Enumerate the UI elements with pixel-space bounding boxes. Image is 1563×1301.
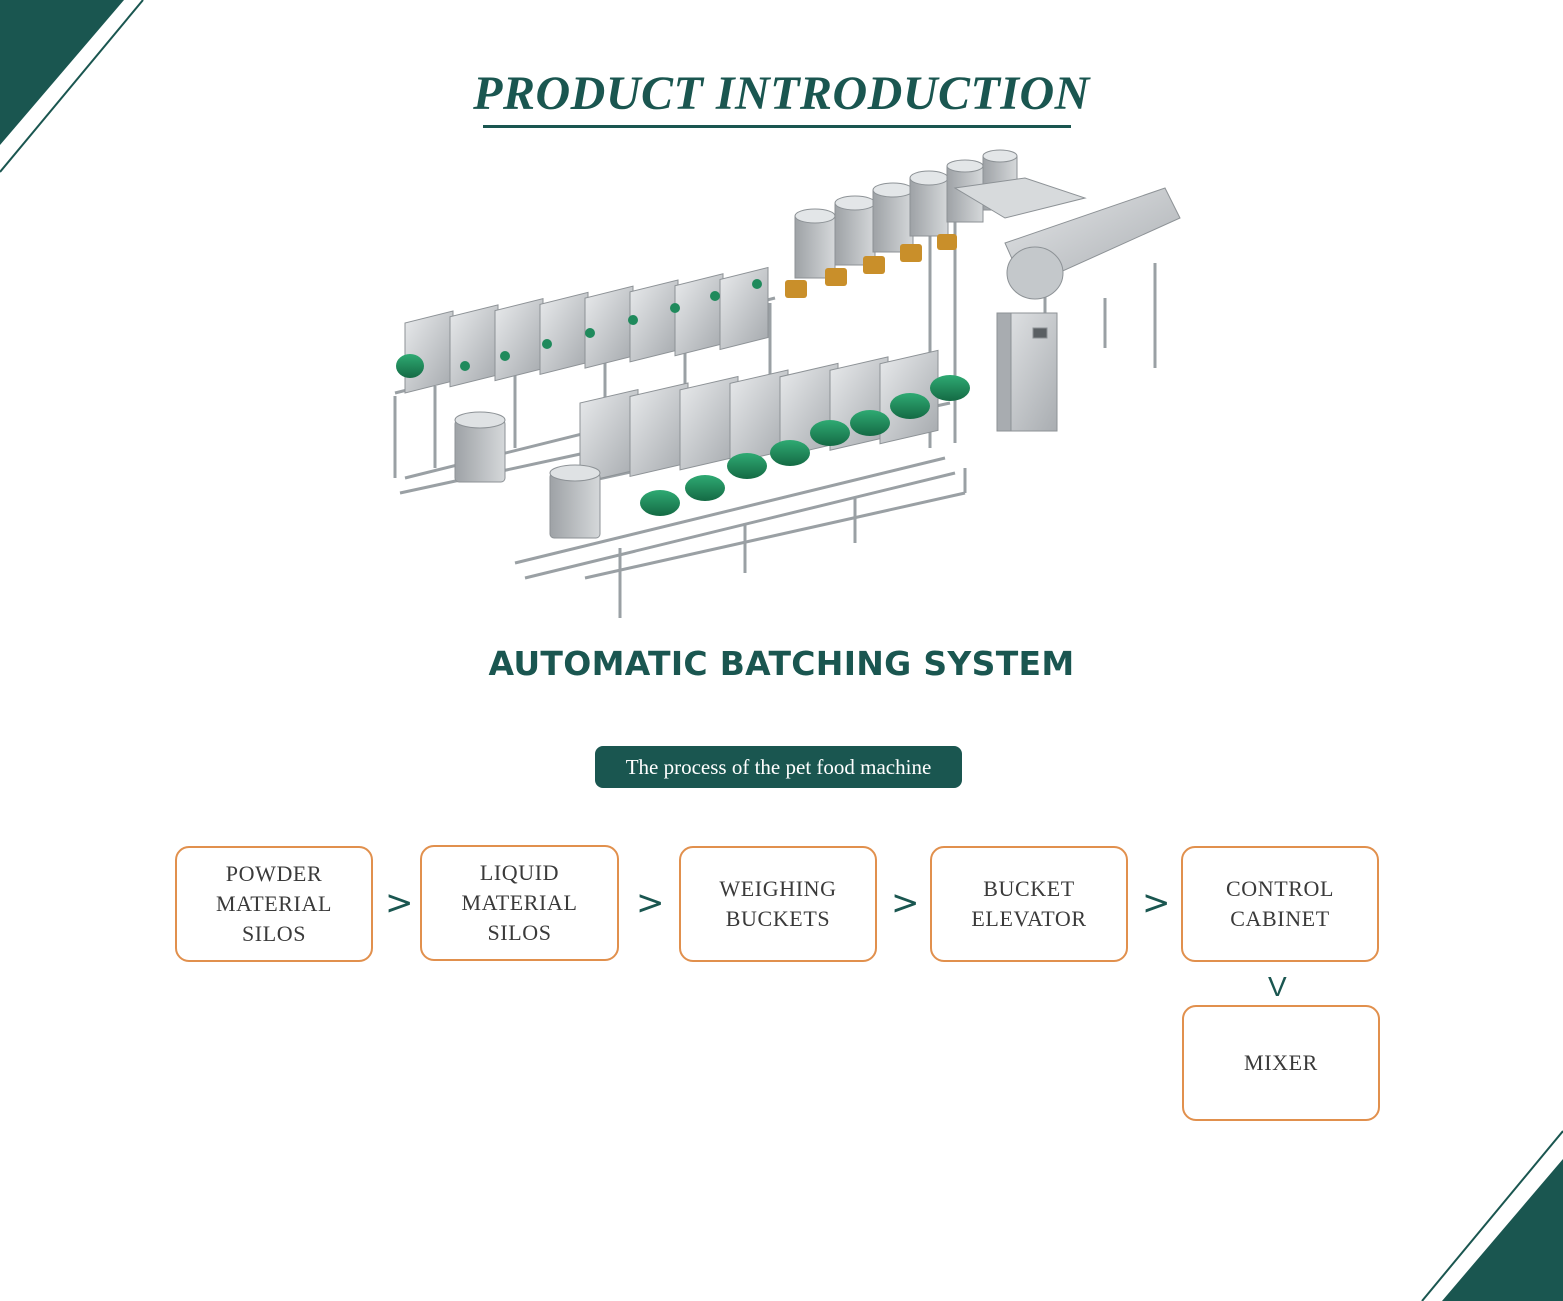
arrow-right-icon: > [385,883,414,923]
step-label: CONTROL CABINET [1225,876,1335,931]
process-label-badge: The process of the pet food machine [595,746,962,788]
step-control-cabinet: CONTROL CABINET [1181,846,1379,962]
bottom-right-corner-decoration [1421,1130,1563,1301]
step-mixer: MIXER [1182,1005,1380,1121]
page-title: PRODUCT INTRODUCTION [473,67,1090,120]
arrow-right-icon: > [636,883,665,923]
step-label: POWDER MATERIAL SILOS [215,861,332,946]
step-bucket-elevator: BUCKET ELEVATOR [930,846,1128,962]
step-label: BUCKET ELEVATOR [971,876,1087,931]
arrow-right-icon: > [891,883,920,923]
step-weighing-buckets: WEIGHING BUCKETS [679,846,877,962]
step-label: MIXER [1244,1050,1318,1075]
step-label: LIQUID MATERIAL SILOS [461,860,578,945]
arrow-right-icon: > [1142,883,1171,923]
step-label: WEIGHING BUCKETS [719,876,837,931]
title-underline [483,125,1071,128]
step-liquid-material-silos: LIQUID MATERIAL SILOS [420,845,619,961]
arrow-down-icon: V [1268,971,1287,1002]
batching-system-illustration [393,149,1181,618]
step-powder-material-silos: POWDER MATERIAL SILOS [175,846,373,962]
top-left-corner-decoration [0,0,144,173]
product-name: AUTOMATIC BATCHING SYSTEM [488,644,1075,683]
